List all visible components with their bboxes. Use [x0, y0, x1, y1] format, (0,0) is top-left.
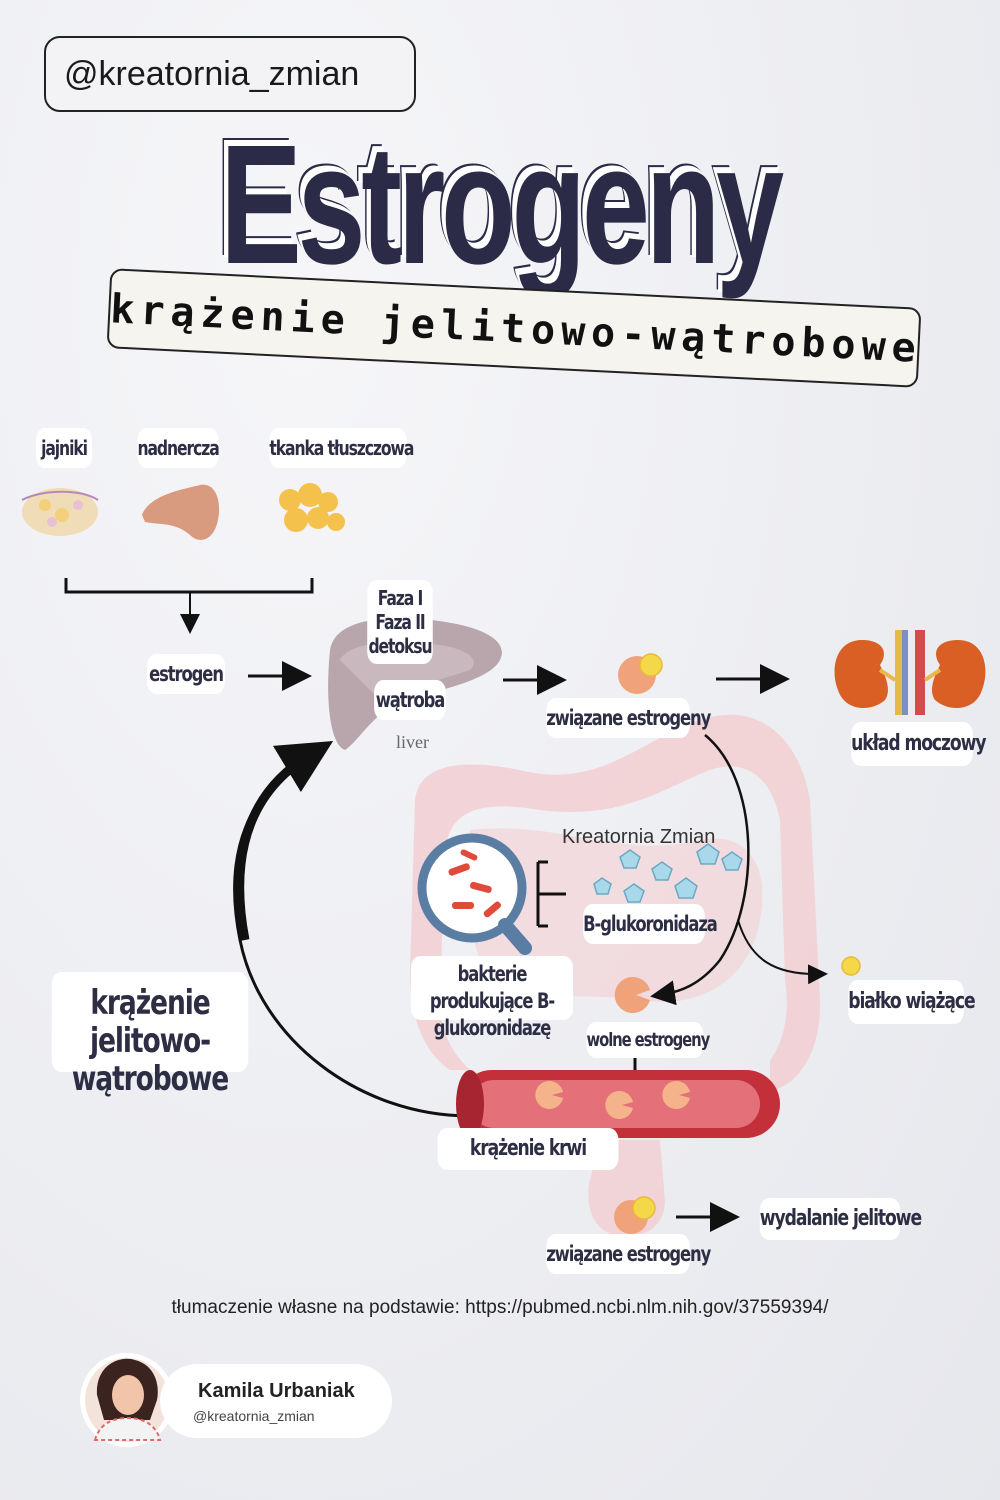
- author-avatar: [80, 1353, 174, 1447]
- author-card: Kamila Urbaniak @kreatornia_zmian: [160, 1364, 392, 1438]
- label-excretion: wydalanie jelitowe: [759, 1198, 922, 1240]
- enzyme-molecules: [593, 843, 743, 903]
- label-binding-protein: białko wiążące: [848, 980, 976, 1024]
- inhibition-bracket: [536, 860, 566, 928]
- label-ovaries: jajniki: [35, 428, 93, 468]
- kidneys-illustration: [834, 630, 986, 715]
- ovaries-illustration: [21, 488, 99, 536]
- label-bound-estrogens-bottom: związane estrogeny: [546, 1234, 711, 1274]
- label-free-estrogens: wolne estrogeny: [586, 1022, 710, 1058]
- sources-bracket: [64, 578, 314, 594]
- cycle-arrow: [235, 741, 334, 941]
- label-phase-2: Faza II: [375, 610, 425, 634]
- label-adrenals: nadnercza: [137, 428, 220, 468]
- label-blood-circulation: krążenie krwi: [437, 1128, 619, 1170]
- label-liver: wątroba: [374, 680, 446, 720]
- label-bacteria: bakterie produkujące B-glukoronidazę: [410, 956, 574, 1040]
- label-cycle: krążenie jelitowo-wątrobowe: [51, 972, 249, 1098]
- label-adipose: tkanka tłuszczowa: [269, 428, 414, 468]
- label-enzyme: B-glukoronidaza: [583, 904, 718, 944]
- author-name: Kamila Urbaniak: [198, 1380, 355, 1402]
- magnifier-bacteria: [417, 833, 532, 955]
- label-liver-en: liver: [396, 732, 429, 752]
- label-bound-estrogens-top: związane estrogeny: [546, 698, 711, 738]
- author-handle: @kreatornia_zmian: [193, 1408, 315, 1424]
- label-urinary-system: układ moczowy: [851, 722, 987, 766]
- estrogen-molecules: [535, 653, 861, 1234]
- adrenal-illustration: [142, 484, 220, 540]
- label-detox-phases: Faza I Faza II detoksu: [367, 580, 433, 664]
- page-title: Estrogeny: [220, 110, 784, 300]
- arrow-protein: [737, 919, 828, 985]
- watermark: Kreatornia Zmian: [562, 826, 716, 848]
- label-detox: detoksu: [368, 634, 432, 658]
- arrow-bound-free: [650, 734, 750, 1006]
- label-phase-1: Faza I: [377, 586, 424, 610]
- adipose-illustration: [279, 483, 345, 532]
- header-handle: @kreatornia_zmian: [44, 36, 416, 112]
- source-citation: tłumaczenie własne na podstawie: https:/…: [171, 1297, 829, 1318]
- label-estrogen: estrogen: [147, 654, 225, 694]
